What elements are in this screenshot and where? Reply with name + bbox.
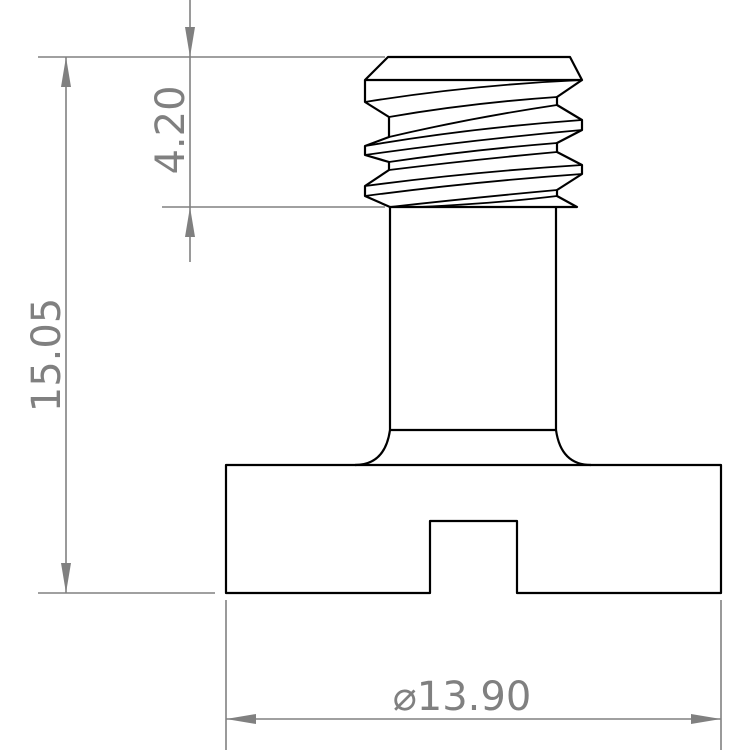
screw-part <box>224 55 723 595</box>
dimension-head-diameter: ⌀13.90 <box>225 600 722 750</box>
screw-head <box>224 463 723 595</box>
dimension-thread-length: 4.20 <box>148 0 385 262</box>
arrow-down <box>185 27 195 57</box>
overall-height-label: 15.05 <box>24 298 70 413</box>
shank <box>388 207 558 432</box>
arrow-up <box>185 207 195 237</box>
thread-top-chamfer <box>363 55 584 82</box>
diameter-symbol: ⌀ <box>393 674 417 720</box>
svg-text:⌀13.90: ⌀13.90 <box>393 674 532 720</box>
thread-helix-lines <box>364 79 583 208</box>
dimension-overall-height: 15.05 <box>24 56 215 594</box>
shank-fillet <box>354 429 592 467</box>
thread-length-label: 4.20 <box>148 85 194 174</box>
head-diameter-label: 13.90 <box>417 674 532 720</box>
